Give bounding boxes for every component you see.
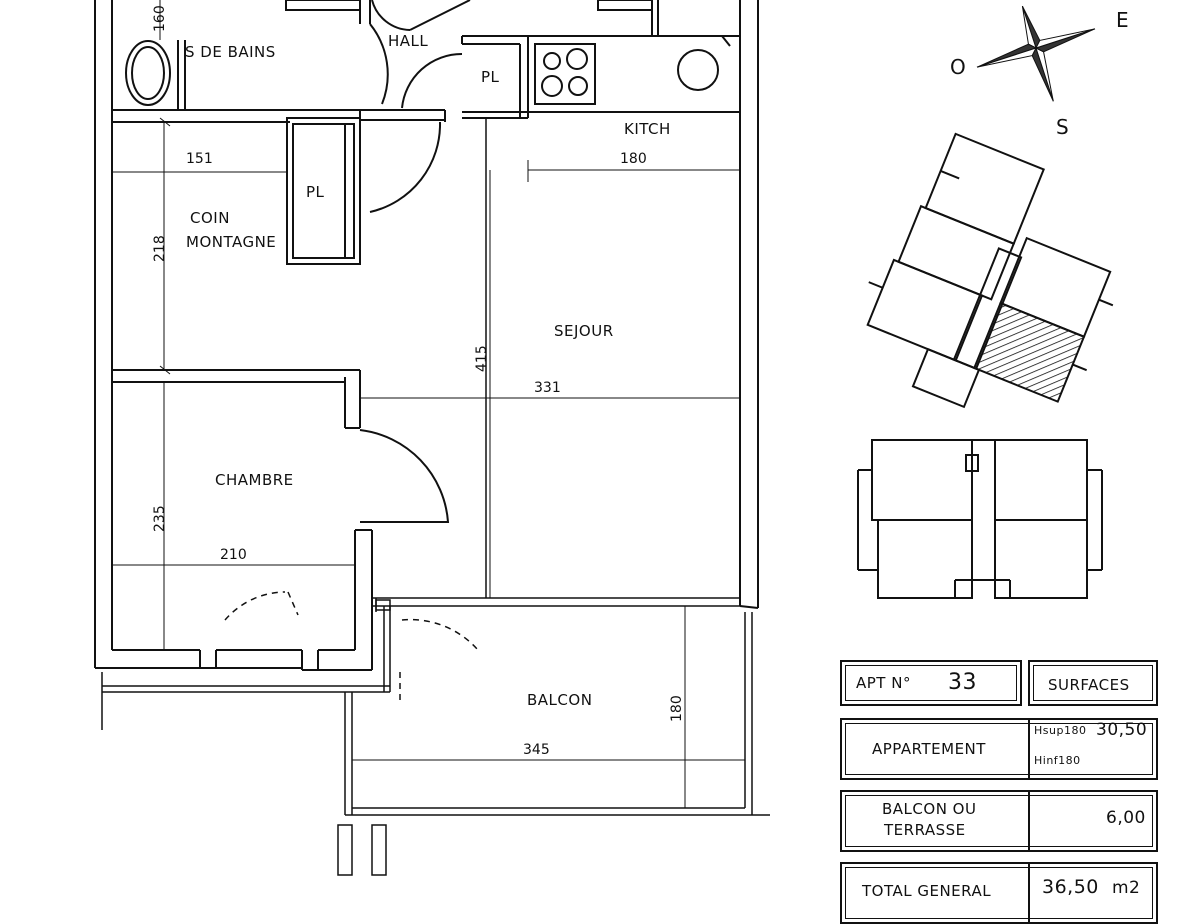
room-label-kitchen: KITCH xyxy=(624,120,671,138)
hinf-label: Hinf180 xyxy=(1034,754,1081,767)
key-plan-lower-block xyxy=(857,439,1103,599)
apt-number-box: APT N° 33 xyxy=(840,660,1022,706)
room-label-balcony: BALCON xyxy=(527,691,592,709)
dimension-lines xyxy=(112,0,745,808)
bathtub-fixture xyxy=(125,40,171,106)
kitchen-cooktop xyxy=(534,43,596,105)
compass-south: S xyxy=(1056,115,1069,139)
surfaces-header: SURFACES xyxy=(1048,676,1130,694)
bedroom-window xyxy=(224,591,299,621)
dim-living-height: 415 xyxy=(474,345,490,372)
hall-partition xyxy=(461,35,529,119)
surfaces-header-box: SURFACES xyxy=(1028,660,1158,706)
compass-rose xyxy=(976,5,1096,102)
bathroom-bottom-wall xyxy=(112,109,360,123)
bedroom-door-arc xyxy=(359,429,450,523)
hsup-value: 30,50 xyxy=(1096,720,1148,740)
outer-right-wall xyxy=(739,0,759,609)
apt-label: APT N° xyxy=(856,674,911,692)
entry-door-leaf xyxy=(409,0,471,31)
balcony-railing xyxy=(101,606,770,876)
bedroom-bottom-wall xyxy=(199,649,372,671)
hall-living-wall xyxy=(359,109,446,122)
total-label: TOTAL GENERAL xyxy=(862,882,992,900)
bathroom-door-arc xyxy=(369,23,389,105)
compass-west: O xyxy=(950,55,966,79)
apartment-divider xyxy=(1028,720,1030,778)
dim-coin-width: 151 xyxy=(186,151,213,167)
bathtub-inner xyxy=(131,46,165,100)
living-door-arc xyxy=(369,121,442,213)
room-label-bedroom: CHAMBRE xyxy=(215,471,294,489)
apartment-row: APPARTEMENT Hsup180 30,50 Hinf180 xyxy=(840,718,1158,780)
floor-plan-drawing: S DE BAINS HALL PL PL KITCH COIN MONTAGN… xyxy=(94,0,1129,876)
dim-bedroom-height: 235 xyxy=(152,505,168,532)
kitchen-counter xyxy=(528,0,740,113)
floor-plan xyxy=(94,0,770,876)
balcony-value: 6,00 xyxy=(1106,808,1146,828)
balcony-window xyxy=(372,597,740,612)
balcony-label-line1: BALCON OU xyxy=(882,800,977,818)
balcony-door xyxy=(399,618,479,700)
balcony-divider xyxy=(1028,792,1030,850)
room-label-closet-coin: PL xyxy=(306,183,325,201)
dim-kitchen-width: 180 xyxy=(620,151,647,167)
room-label-coin-line1: COIN xyxy=(190,209,230,227)
dim-balcony-depth: 180 xyxy=(669,695,685,722)
outer-left-wall xyxy=(94,0,216,669)
dim-bath-height: 160 xyxy=(152,5,168,32)
dim-living-width: 331 xyxy=(534,380,561,396)
hsup-label: Hsup180 xyxy=(1034,724,1087,737)
room-label-living: SEJOUR xyxy=(554,322,614,340)
entry-door-arc xyxy=(371,0,411,31)
room-labels: S DE BAINS HALL PL PL KITCH COIN MONTAGN… xyxy=(185,32,671,709)
dim-bedroom-width: 210 xyxy=(220,547,247,563)
total-row: TOTAL GENERAL 36,50 m2 xyxy=(840,862,1158,924)
room-label-closet-hall: PL xyxy=(481,68,500,86)
balcony-row: BALCON OU TERRASSE 6,00 xyxy=(840,790,1158,852)
total-value: 36,50 xyxy=(1042,876,1099,898)
dim-coin-height: 218 xyxy=(152,235,168,262)
closet-coin xyxy=(286,117,361,265)
dim-balcony-width: 345 xyxy=(523,742,550,758)
room-label-bathroom: S DE BAINS xyxy=(185,43,276,61)
bedroom-top-wall xyxy=(112,369,361,383)
total-divider xyxy=(1028,864,1030,922)
apt-number: 33 xyxy=(948,669,977,695)
balcony-label-line2: TERRASSE xyxy=(884,821,966,839)
total-unit: m2 xyxy=(1112,878,1141,898)
building-key-plan xyxy=(857,132,1114,599)
apartment-label: APPARTEMENT xyxy=(872,740,986,758)
key-plan-upper-block xyxy=(866,132,1114,409)
room-label-hall: HALL xyxy=(388,32,428,50)
dimension-labels: 160 151 180 218 415 331 235 210 345 180 xyxy=(152,5,685,758)
compass-east: E xyxy=(1116,8,1129,32)
bathroom-top-fixtures xyxy=(177,0,371,110)
hall-closet-door-arc xyxy=(401,52,463,109)
highlighted-apartment xyxy=(973,301,1086,403)
room-label-coin-line2: MONTAGNE xyxy=(186,233,276,251)
bedroom-right-wall xyxy=(344,377,373,670)
